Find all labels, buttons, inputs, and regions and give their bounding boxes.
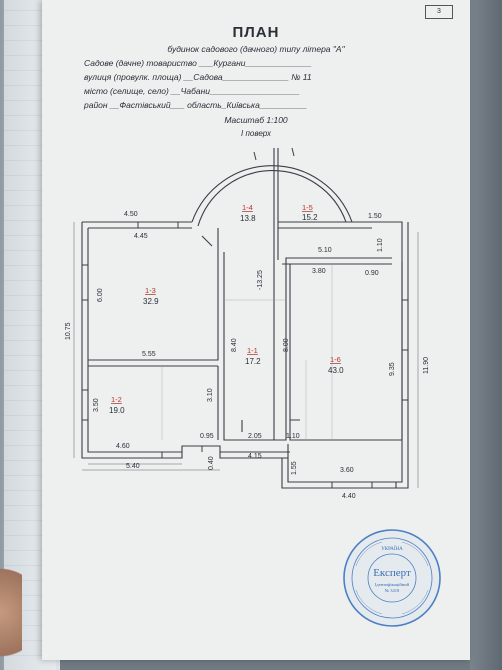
dim-4-45: 4.45	[134, 233, 148, 240]
dim-5-40: 5.40	[126, 463, 140, 470]
dim-3-80: 3.80	[312, 268, 326, 275]
dim-5-10: 5.10	[318, 247, 332, 254]
dim-4-50: 4.50	[124, 211, 138, 218]
field-district: район __Фастівський___ область_Київська_…	[84, 100, 308, 110]
room-area-1-2: 19.0	[109, 406, 125, 415]
room-area-1-3: 32.9	[143, 297, 159, 306]
room-area-1-1: 17.2	[245, 357, 261, 366]
stamp-line-1: Ідентифікаційний	[375, 582, 410, 587]
dim-2-05: 2.05	[248, 433, 262, 440]
dim-8-40: 8.40	[231, 338, 238, 352]
dim-8-00: 8.00	[283, 338, 290, 352]
dim-11-90: 11.90	[423, 357, 430, 374]
dim-1-10: 1.10	[286, 433, 300, 440]
dim-5-55: 5.55	[142, 351, 156, 358]
background-right	[470, 0, 502, 670]
room-id-1-3: 1-3	[145, 286, 156, 295]
dim-13-25: -13.25	[257, 270, 264, 290]
field-street: вулиця (провулк. площа) __Садова________…	[84, 72, 312, 82]
floor-plan: 1-4 13.8 1-5 15.2 1-3 32.9 1-1 17.2 1-6 …	[65, 147, 441, 627]
document-page: 3 ПЛАН будинок садового (дачного) типу л…	[42, 0, 470, 660]
field-city: місто (селище, село) __Чабани___________…	[84, 86, 300, 96]
dim-0-90: 0.90	[365, 270, 379, 277]
finger	[0, 555, 22, 670]
dim-4-60: 4.60	[116, 443, 130, 450]
room-id-1-5: 1-5	[302, 203, 313, 212]
field-society: Садове (дачне) товариство ___Кургани____…	[84, 58, 312, 68]
room-area-1-4: 13.8	[240, 214, 256, 223]
dim-3-10: 3.10	[207, 388, 214, 402]
room-id-1-1: 1-1	[247, 346, 258, 355]
dim-4-15: 4.15	[248, 453, 262, 460]
stamp-center-text: Експерт	[373, 567, 411, 579]
room-id-1-6: 1-6	[330, 355, 341, 364]
room-area-1-6: 43.0	[328, 366, 344, 375]
dim-3-60: 3.60	[340, 467, 354, 474]
room-id-1-4: 1-4	[242, 203, 253, 212]
dim-0-95: 0.95	[200, 433, 214, 440]
dim-10-75: 10.75	[65, 322, 72, 340]
scale-label: Масштаб 1:100	[224, 115, 288, 125]
dim-9-35: 9.35	[389, 362, 396, 376]
dim-6-00: 6.00	[97, 288, 104, 302]
dim-3-50: 3.50	[93, 398, 100, 412]
dim-1-50: 1.50	[368, 213, 382, 220]
page-title: ПЛАН	[232, 24, 280, 41]
dim-1-10-vertical: 1.10	[377, 238, 384, 252]
dim-0-40: 0.40	[208, 456, 215, 470]
dim-4-40: 4.40	[342, 493, 356, 500]
floor-label: І поверх	[241, 129, 271, 138]
dim-1-55: 1.55	[291, 461, 298, 475]
page-number: 3	[425, 5, 453, 19]
expert-stamp: УКРАЇНА Експерт Ідентифікаційний № 3418	[343, 529, 441, 627]
page-subtitle: будинок садового (дачного) типу літера "…	[167, 44, 345, 54]
room-id-1-2: 1-2	[111, 395, 122, 404]
stamp-line-2: № 3418	[385, 588, 400, 593]
room-area-1-5: 15.2	[302, 213, 318, 222]
stamp-top-text: УКРАЇНА	[381, 546, 403, 552]
